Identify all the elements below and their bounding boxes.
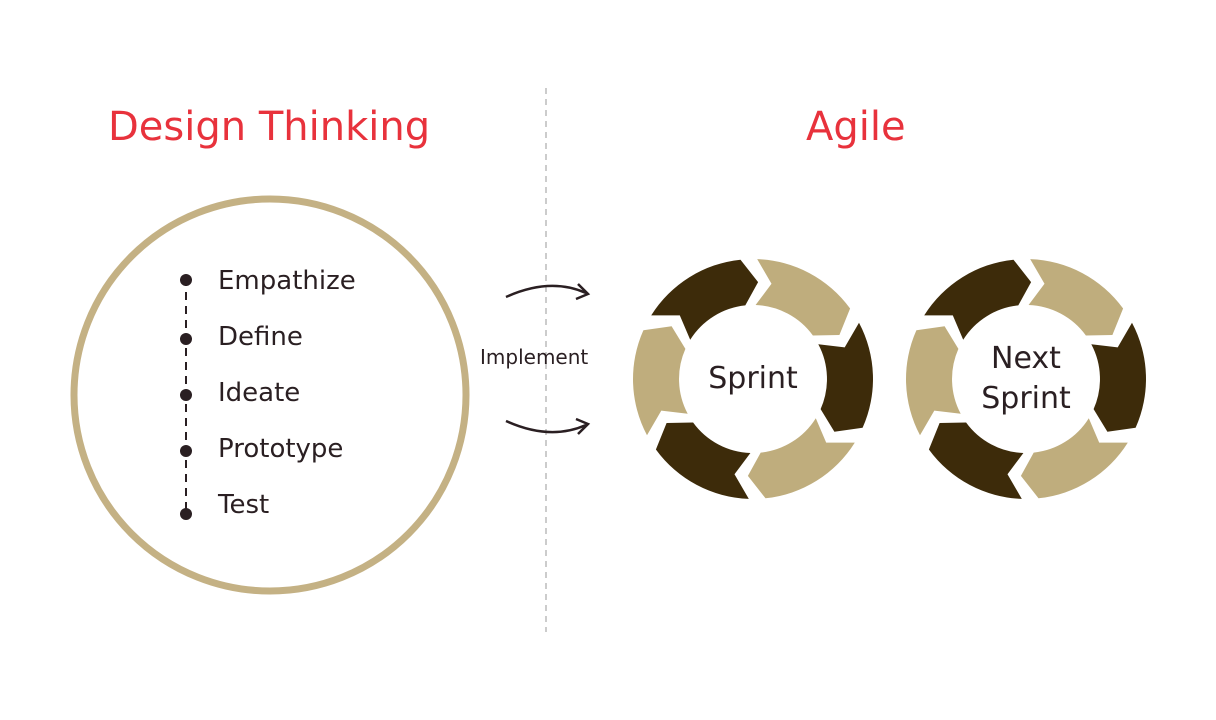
cycle-arrow-segment (633, 326, 688, 436)
implement-label: Implement (480, 345, 589, 369)
cycle-arrow-segment (651, 259, 759, 340)
agile-title: Agile (806, 104, 906, 150)
sprint-cycle (633, 259, 873, 499)
cycle-arrow-segment (1020, 418, 1128, 499)
next-sprint-label-line2: Sprint (981, 381, 1071, 416)
step-empathize: Empathize (218, 266, 356, 296)
step-prototype: Prototype (218, 434, 344, 464)
cycle-arrow-segment (1091, 322, 1146, 432)
step-ideate: Ideate (218, 378, 301, 408)
cycle-arrow-segment (818, 322, 873, 432)
next-sprint-cycle (906, 259, 1146, 499)
arrow-bottom-head-icon (575, 417, 591, 435)
cycle-arrow-segment (655, 422, 751, 499)
sprint-label: Sprint (708, 361, 798, 396)
step-bullet-icon (180, 389, 192, 401)
step-bullet-icon (180, 333, 192, 345)
step-bullet-icon (180, 445, 192, 457)
next-sprint-label-line1: Next (991, 341, 1061, 376)
cycle-arrow-segment (906, 326, 961, 436)
design-thinking-title: Design Thinking (108, 104, 431, 150)
step-bullet-icon (180, 508, 192, 520)
cycle-arrow-segment (755, 259, 851, 336)
cycle-arrow-segment (747, 418, 855, 499)
cycle-arrow-segment (1028, 259, 1124, 336)
step-bullet-icon (180, 274, 192, 286)
cycle-arrow-segment (928, 422, 1024, 499)
design-thinking-circle (70, 195, 470, 595)
arrow-top-head-icon (575, 283, 591, 301)
step-define: Define (218, 322, 303, 352)
cycle-arrow-segment (924, 259, 1032, 340)
arrow-bottom (505, 419, 587, 434)
step-test: Test (218, 490, 270, 520)
arrow-top (505, 284, 587, 299)
